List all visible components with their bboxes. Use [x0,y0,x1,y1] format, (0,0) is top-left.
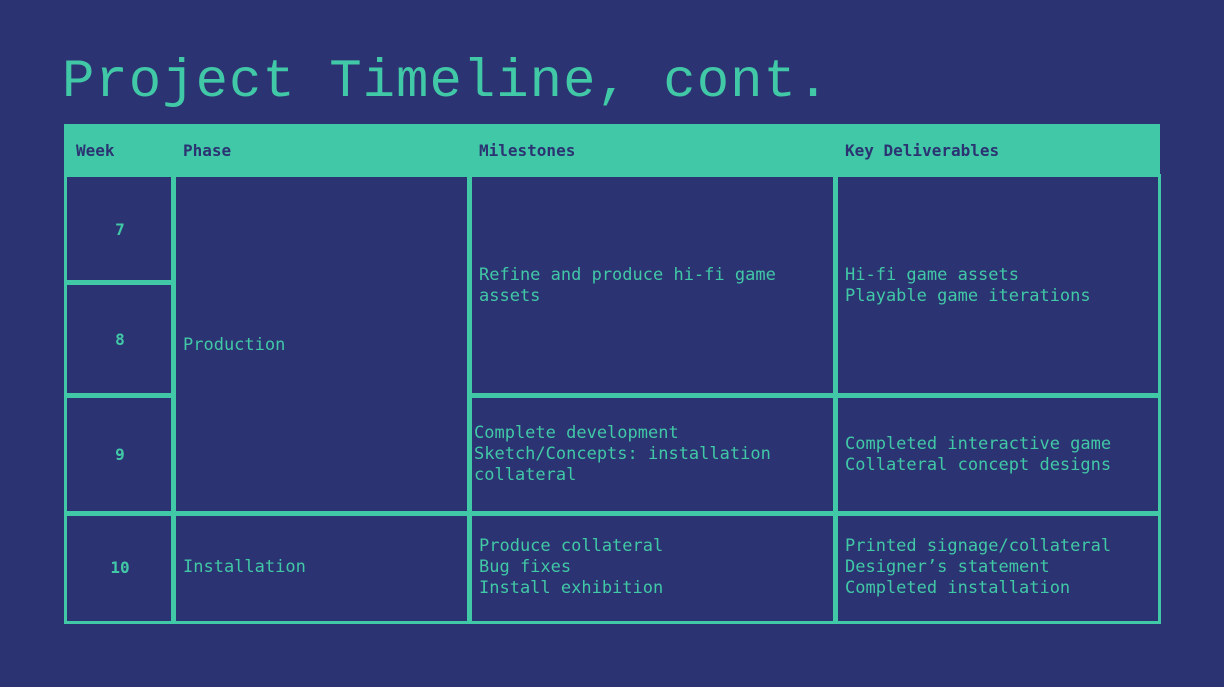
header-deliverables: Key Deliverables [845,141,1000,160]
week-cell: 7 [64,174,176,285]
week-value: 9 [115,445,125,464]
milestone-cell: Refine and produce hi-fi game assets [467,174,838,398]
header-week: Week [76,141,115,160]
milestone-text: Refine and produce hi-fi game assets [479,265,776,306]
milestone-cell: Complete development Sketch/Concepts: in… [467,393,838,516]
header-milestones: Milestones [479,141,576,160]
header-phase: Phase [183,141,232,160]
week-cell: 9 [64,393,176,516]
deliverable-cell: Printed signage/collateral Designer’s st… [833,511,1161,624]
week-cell: 10 [64,511,176,624]
deliverable-text: Hi-fi game assets Playable game iteratio… [845,265,1091,306]
phase-cell: Installation [171,511,472,624]
milestone-text: Complete development Sketch/Concepts: in… [474,423,771,485]
phase-value: Installation [183,557,306,577]
deliverable-text: Printed signage/collateral Designer’s st… [845,536,1112,598]
deliverable-cell: Hi-fi game assets Playable game iteratio… [833,174,1161,398]
deliverable-cell: Completed interactive game Collateral co… [833,393,1161,516]
table-header [64,124,1160,176]
milestone-cell: Produce collateral Bug fixes Install exh… [467,511,838,624]
milestone-text: Produce collateral Bug fixes Install exh… [479,536,664,598]
week-value: 8 [115,329,125,349]
week-value: 10 [110,558,130,577]
phase-value: Production [183,334,286,355]
page-title: Project Timeline, cont. [62,52,831,113]
week-value: 7 [115,220,125,239]
week-cell: 8 [64,280,176,398]
deliverable-text: Completed interactive game Collateral co… [845,433,1112,475]
phase-cell: Production [171,174,472,516]
